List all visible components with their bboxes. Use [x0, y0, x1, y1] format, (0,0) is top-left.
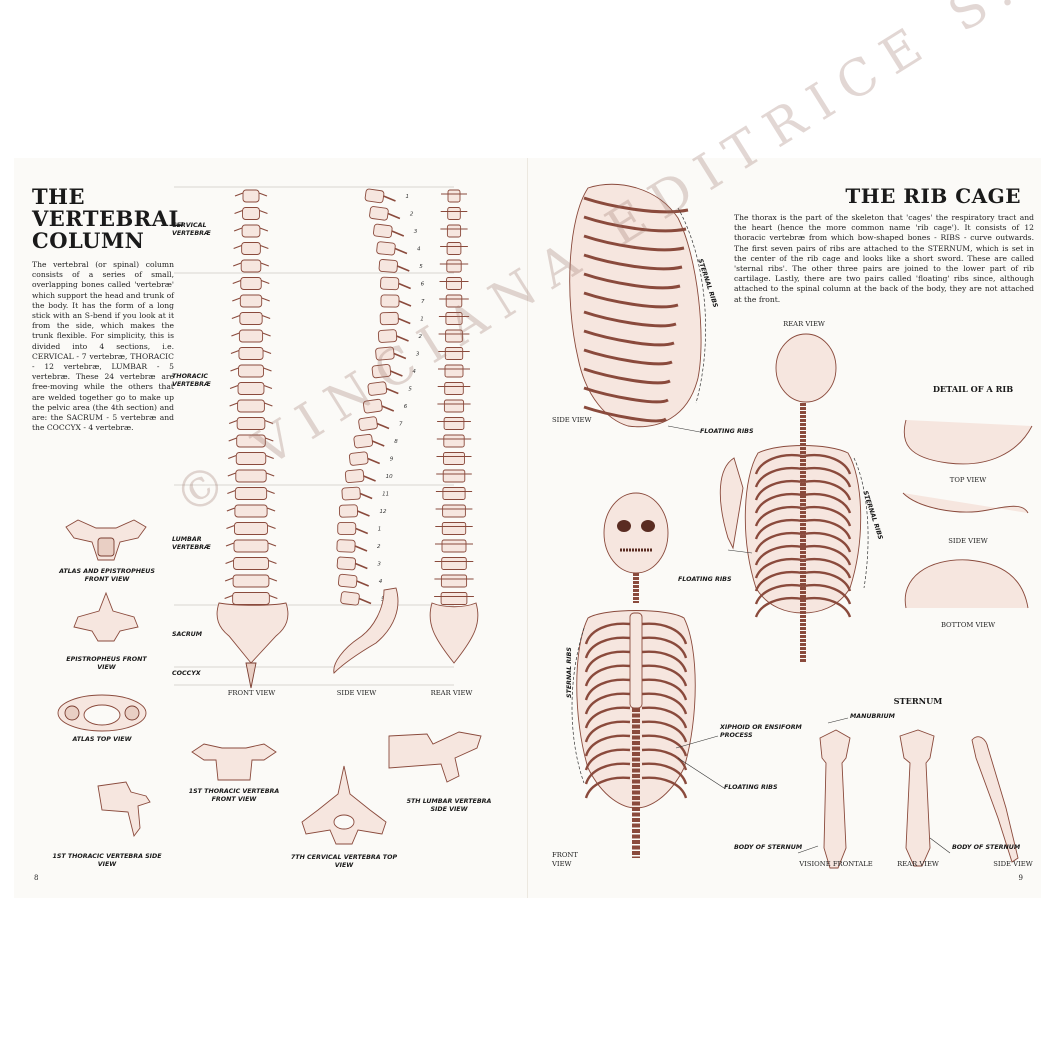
vertebra-number: 3	[414, 229, 418, 235]
label-floating-ribs-front: FLOATING RIBS	[724, 784, 778, 791]
spine-side-view: 123456712345678910111212345	[333, 188, 425, 674]
label-sacrum: SACRUM	[172, 631, 203, 638]
vertebra-epistropheus	[73, 591, 139, 642]
label-manubrium: MANUBRIUM	[850, 713, 895, 720]
vertebra-number: 10	[386, 474, 393, 480]
page-title-vertebral-column: THE VERTEBRAL COLUMN	[32, 184, 184, 254]
heading-detail-of-rib: DETAIL OF A RIB	[932, 384, 1014, 394]
label-coccyx: COCCYX	[172, 670, 201, 677]
right-page: THE RIB CAGE The thorax is the part of t…	[528, 158, 1041, 898]
rib-detail-drawings	[902, 419, 1033, 609]
heading-sternum: STERNUM	[893, 696, 943, 706]
caption-sternum-side: SIDE VIEW	[993, 860, 1033, 868]
rib-cage-front-view	[571, 492, 696, 858]
rib-cage-text: The thorax is the part of the skeleton t…	[734, 213, 1034, 304]
rib-cage-illustration	[569, 183, 1033, 869]
caption-sternum-rear: REAR VIEW	[897, 860, 939, 868]
vertebra-number: 7	[399, 422, 403, 428]
spine-rear-view	[429, 189, 479, 664]
vertebra-atlas-epistropheus	[65, 519, 147, 561]
page-title-rib-cage: THE RIB CAGE	[845, 184, 1021, 208]
caption-ribcage-side: SIDE VIEW	[552, 416, 592, 424]
vertebra-number: 2	[419, 334, 423, 340]
vertebra-number: 5	[419, 264, 423, 270]
vertebra-number: 1	[420, 317, 424, 323]
vertebra-number: 1	[378, 527, 382, 533]
vertebra-number: 12	[379, 509, 386, 515]
label-thoracic: THORACIC VERTEBRÆ	[172, 373, 211, 388]
vertebra-number: 5	[408, 387, 412, 393]
caption-atlas: ATLAS TOP VIEW	[72, 736, 132, 743]
rib-cage-side-view	[569, 183, 706, 428]
caption-rib-bottom: BOTTOM VIEW	[940, 621, 996, 629]
vertebra-number: 6	[421, 282, 425, 288]
left-page: THE VERTEBRAL COLUMN The vertebral (or s…	[14, 158, 527, 898]
vertebra-number: 7	[421, 299, 425, 305]
vertebra-number: 4	[379, 579, 383, 585]
caption-sternum-front: VISIONE FRONTALE	[799, 860, 873, 868]
vertebra-atlas-top	[57, 694, 147, 732]
vertebral-column-text: The vertebral (or spinal) column consist…	[32, 260, 174, 433]
caption-cervical-top: 7TH CERVICAL VERTEBRA TOP VIEW	[290, 854, 398, 869]
gutter	[527, 158, 528, 898]
vertebra-number: 1	[406, 194, 410, 200]
rib-cage-rear-view	[719, 333, 869, 663]
label-cervical: CERVICAL VERTEBRÆ	[172, 222, 211, 237]
vertebra-number: 2	[410, 212, 414, 218]
vertebra-number: 3	[416, 352, 420, 358]
label-floating-ribs-side: FLOATING RIBS	[700, 428, 754, 435]
sternum-drawings	[819, 729, 1019, 869]
vertebra-thoracic-side	[97, 781, 151, 838]
page-number-right: 9	[1018, 874, 1023, 882]
vertebra-cervical-top	[301, 765, 387, 845]
vertebra-number: 3	[377, 562, 381, 568]
page-number-left: 8	[34, 874, 39, 882]
vertebra-thoracic-front	[191, 743, 277, 781]
vertebra-number: 9	[390, 457, 394, 463]
caption-lumbar-side: 5TH LUMBAR VERTEBRA SIDE VIEW	[406, 798, 492, 813]
label-lumbar: LUMBAR VERTEBRÆ	[172, 536, 211, 551]
caption-spine-front: FRONT VIEW	[227, 689, 276, 697]
vertebra-number: 6	[404, 404, 408, 410]
vertebra-lumbar-side	[388, 731, 482, 783]
spine-front-view	[216, 189, 289, 689]
vertebra-number: 11	[382, 492, 389, 498]
caption-spine-rear: REAR VIEW	[430, 689, 473, 697]
label-body-of-sternum-front: BODY OF STERNUM	[734, 844, 803, 851]
caption-atlas-epistropheus: ATLAS AND EPISTROPHEUS FRONT VIEW	[59, 568, 155, 583]
caption-thoracic-front: 1ST THORACIC VERTEBRA FRONT VIEW	[188, 788, 280, 803]
caption-epistropheus: EPISTROPHEUS FRONT VIEW	[66, 656, 147, 671]
vertebra-number: 4	[417, 247, 421, 253]
caption-rib-top: TOP VIEW	[949, 476, 987, 484]
label-body-of-sternum-rear: BODY OF STERNUM	[952, 844, 1021, 851]
caption-ribcage-rear: REAR VIEW	[783, 320, 825, 328]
caption-rib-side: SIDE VIEW	[948, 537, 988, 545]
caption-thoracic-side: 1ST THORACIC VERTEBRA SIDE VIEW	[52, 853, 162, 868]
vertebra-number: 2	[377, 544, 381, 550]
label-sternal-ribs-front: STERNAL RIBS	[566, 647, 573, 698]
label-xiphoid: XIPHOID OR ENSIFORM PROCESS	[720, 724, 802, 739]
caption-spine-side: SIDE VIEW	[336, 689, 377, 697]
label-floating-ribs-rear: FLOATING RIBS	[678, 576, 732, 583]
vertebra-number: 8	[394, 439, 398, 445]
book-spread: THE VERTEBRAL COLUMN The vertebral (or s…	[14, 0, 1055, 898]
vertebra-number: 4	[412, 369, 416, 375]
caption-ribcage-front: FRONT VIEW	[552, 851, 578, 868]
vertebral-column-illustration: 123456712345678910111212345	[57, 186, 482, 845]
